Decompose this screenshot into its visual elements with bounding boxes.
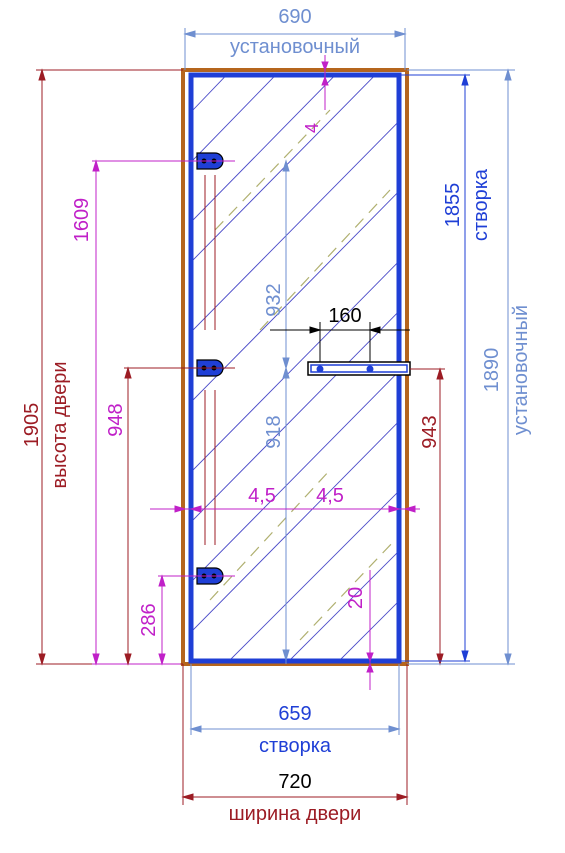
glass-reflections [209,109,396,641]
lower-span-value: 918 [263,415,285,448]
dim-install-width [183,28,407,70]
hinge-bottom-value: 286 [138,603,160,636]
bottom-gap-value: 20 [345,587,367,609]
dim-side-gaps [150,505,420,513]
dim-inner-spans [282,159,290,664]
handle-height-value: 943 [419,415,441,448]
dim-hinge-bottom [158,574,235,666]
hinge-mid-value: 948 [105,403,127,436]
door-height-label: высота двери [49,361,71,488]
install-width-label: установочный [230,36,360,58]
top-gap-value: 4 [302,123,322,133]
leaf-height-value: 1855 [442,183,464,228]
install-height-value: 1890 [481,348,503,393]
dim-bottom-gap [366,570,374,690]
install-height-label: установочный [510,305,532,435]
leaf-height-label: створка [470,168,492,241]
dim-leaf-width [189,664,401,735]
upper-span-value: 932 [263,283,285,316]
hinge-top-value: 1609 [71,198,93,243]
leaf-width-value: 659 [278,703,311,725]
handle-icon [307,361,411,376]
door-width-label: ширина двери [229,803,362,825]
side-gap-right-value: 4,5 [316,485,344,507]
dim-leaf-height [400,73,470,663]
dim-hinge-top [92,159,235,666]
dim-handle-height [408,367,445,666]
door-width-value: 720 [278,771,311,793]
handle-spacing-value: 160 [328,305,361,327]
hinge-edge-lines [204,175,216,545]
dim-handle-spacing [270,322,410,362]
dim-top-gap [321,55,329,110]
door-height-value: 1905 [21,403,43,448]
glass-hatching [193,77,398,660]
dim-install-height [407,68,515,666]
install-width-value: 690 [278,6,311,28]
dim-hinge-mid [124,366,235,666]
dim-door-width [181,664,409,805]
side-gap-left-value: 4,5 [248,485,276,507]
leaf-width-label: створка [259,735,332,757]
